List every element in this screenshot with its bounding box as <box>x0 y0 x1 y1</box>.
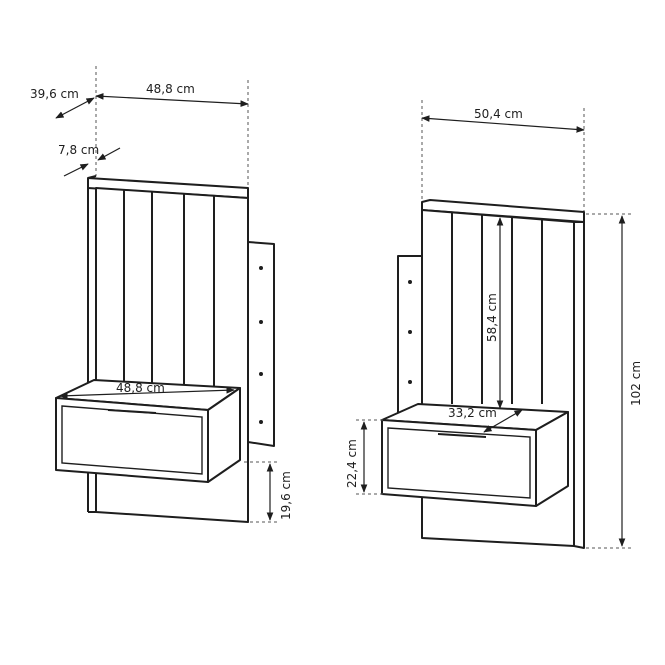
left-plate-hole-3 <box>259 372 263 376</box>
r-dim-total-height-label: 102 cm <box>629 361 643 406</box>
left-wall-plate <box>247 241 275 447</box>
right-plate-hole-2 <box>408 330 412 334</box>
left-top-cap-edge <box>87 175 97 179</box>
dim-depth-label: 39,6 cm <box>30 87 79 101</box>
left-plate-hole-1 <box>259 266 263 270</box>
r-dim-width-top-label: 50,4 cm <box>474 107 523 121</box>
right-plate-hole-1 <box>408 280 412 284</box>
dim-width-top-label: 48,8 cm <box>146 82 195 96</box>
right-back-panel-side <box>573 221 585 549</box>
dim-shelf-thickness-line-b <box>97 147 121 161</box>
dim-bottom-gap-label: 19,6 cm <box>279 471 293 520</box>
right-drawer-handle <box>437 433 487 438</box>
left-view: 39,6 cm 48,8 cm 7,8 cm 48,8 cm 19,6 cm <box>30 66 293 523</box>
dim-width-top-line <box>95 93 249 107</box>
r-dim-panel-height-label: 58,4 cm <box>485 293 499 342</box>
dim-shelf-thickness-label: 7,8 cm <box>58 143 99 157</box>
dim-shelf-thickness-line-a <box>63 163 89 177</box>
dim-depth-line <box>55 97 95 119</box>
r-dim-shelf-depth-line <box>483 409 523 433</box>
r-dim-drawer-height-label: 22,4 cm <box>345 439 359 488</box>
right-drawer-inner <box>387 427 531 499</box>
right-view: 50,4 cm 58,4 cm 102 cm 33,2 cm 22,4 cm <box>345 100 643 549</box>
right-plate-hole-3 <box>408 380 412 384</box>
dim-width-shelf-label: 48,8 cm <box>116 381 165 395</box>
right-shelf-side <box>535 411 569 507</box>
r-dim-width-top-line <box>421 115 585 133</box>
dim-width-shelf-line <box>59 386 235 400</box>
left-drawer-handle <box>107 409 157 414</box>
left-plate-hole-2 <box>259 320 263 324</box>
left-plate-hole-4 <box>259 420 263 424</box>
r-dim-shelf-depth-label: 33,2 cm <box>448 406 497 420</box>
right-top-cap <box>421 199 585 223</box>
